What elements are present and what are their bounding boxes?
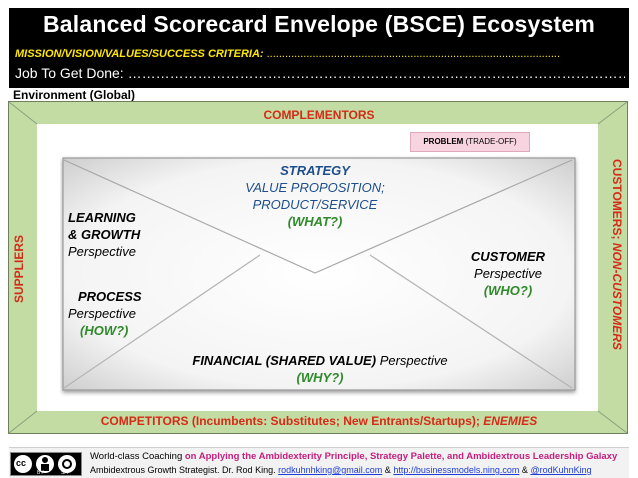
footer-author-text: Ambidextrous Growth Strategist. Dr. Rod …	[90, 465, 276, 475]
mission-label: MISSION/VISION/VALUES/SUCCESS CRITERIA:	[15, 48, 264, 60]
footer-line-2: Ambidextrous Growth Strategist. Dr. Rod …	[90, 465, 592, 475]
footer-amp-2: &	[521, 465, 528, 475]
email-link[interactable]: rodkuhnhking@gmail.com	[278, 465, 383, 475]
financial-block: FINANCIAL (SHARED VALUE) Perspective (WH…	[150, 352, 490, 386]
cc-icon: cc	[14, 455, 32, 473]
why-question: (WHY?)	[296, 370, 344, 385]
customers-text: CUSTOMERS;	[610, 159, 624, 240]
value-proposition-text: VALUE PROPOSITION;	[245, 180, 385, 195]
envelope-graphic	[62, 157, 576, 391]
job-label: Job To Get Done:	[15, 65, 124, 81]
problem-tradeoff-box: PROBLEM (TRADE-OFF)	[410, 132, 530, 152]
tradeoff-label: (TRADE-OFF)	[465, 137, 517, 146]
footer-amp-1: &	[384, 465, 391, 475]
who-question: (WHO?)	[483, 283, 533, 298]
twitter-handle-link[interactable]: @rodKuhnKing	[530, 465, 592, 475]
customers-label: CUSTOMERS; NON-CUSTOMERS	[610, 159, 624, 350]
competitors-text: COMPETITORS (Incumbents: Substitutes; Ne…	[100, 414, 480, 428]
sa-label: SA	[61, 470, 68, 476]
environment-label: Environment (Global)	[13, 88, 136, 102]
footer-highlight-text: on Applying the Ambidexterity Principle,…	[184, 451, 618, 462]
financial-perspective: Perspective	[379, 353, 448, 368]
competitors-label: COMPETITORS (Incumbents: Substitutes; Ne…	[0, 414, 638, 428]
process-title: PROCESS	[78, 289, 142, 304]
financial-title: FINANCIAL (SHARED VALUE)	[192, 353, 377, 368]
learning-perspective: Perspective	[68, 244, 136, 259]
problem-label: PROBLEM	[423, 137, 464, 146]
growth-title: & GROWTH	[68, 227, 141, 242]
process-perspective: Perspective	[68, 306, 136, 321]
how-question: (HOW?)	[80, 323, 129, 338]
customer-perspective: Perspective	[474, 266, 542, 281]
footer-coaching-text: World-class Coaching	[90, 451, 183, 462]
mission-placeholder: ........................................…	[266, 48, 561, 60]
sa-icon	[58, 455, 76, 473]
what-question: (WHAT?)	[287, 214, 343, 229]
strategy-title: STRATEGY	[280, 163, 350, 178]
page-title: Balanced Scorecard Envelope (BSCE) Ecosy…	[42, 11, 596, 37]
customer-block: CUSTOMER Perspective (WHO?)	[466, 248, 550, 299]
job-line: Job To Get Done: ………………………………………………………………	[15, 65, 625, 81]
cc-license-badge[interactable]: cc BY SA	[10, 452, 82, 476]
footer-bar	[9, 447, 629, 478]
job-placeholder: …………………………………………………………………………………………………………	[127, 65, 625, 81]
non-customers-text: NON-CUSTOMERS	[610, 242, 624, 350]
by-label: BY	[37, 470, 44, 476]
strategy-block: STRATEGY VALUE PROPOSITION; PRODUCT/SERV…	[180, 162, 450, 230]
website-link[interactable]: http://businessmodels.ning.com	[393, 465, 520, 475]
by-icon	[36, 455, 54, 473]
customer-title: CUSTOMER	[470, 249, 546, 264]
complementors-label: COMPLEMENTORS	[263, 108, 375, 122]
learning-title: LEARNING	[68, 210, 136, 225]
learning-growth-block: LEARNING & GROWTH Perspective	[68, 209, 140, 260]
header-bar: Balanced Scorecard Envelope (BSCE) Ecosy…	[9, 8, 629, 88]
process-block: PROCESS Perspective (HOW?)	[68, 288, 142, 339]
product-service-text: PRODUCT/SERVICE	[252, 197, 378, 212]
mission-line: MISSION/VISION/VALUES/SUCCESS CRITERIA: …	[15, 48, 625, 60]
enemies-text: ENEMIES	[483, 414, 538, 428]
suppliers-label: SUPPLIERS	[12, 234, 26, 303]
footer-line-1: World-class Coaching on Applying the Amb…	[90, 451, 617, 462]
